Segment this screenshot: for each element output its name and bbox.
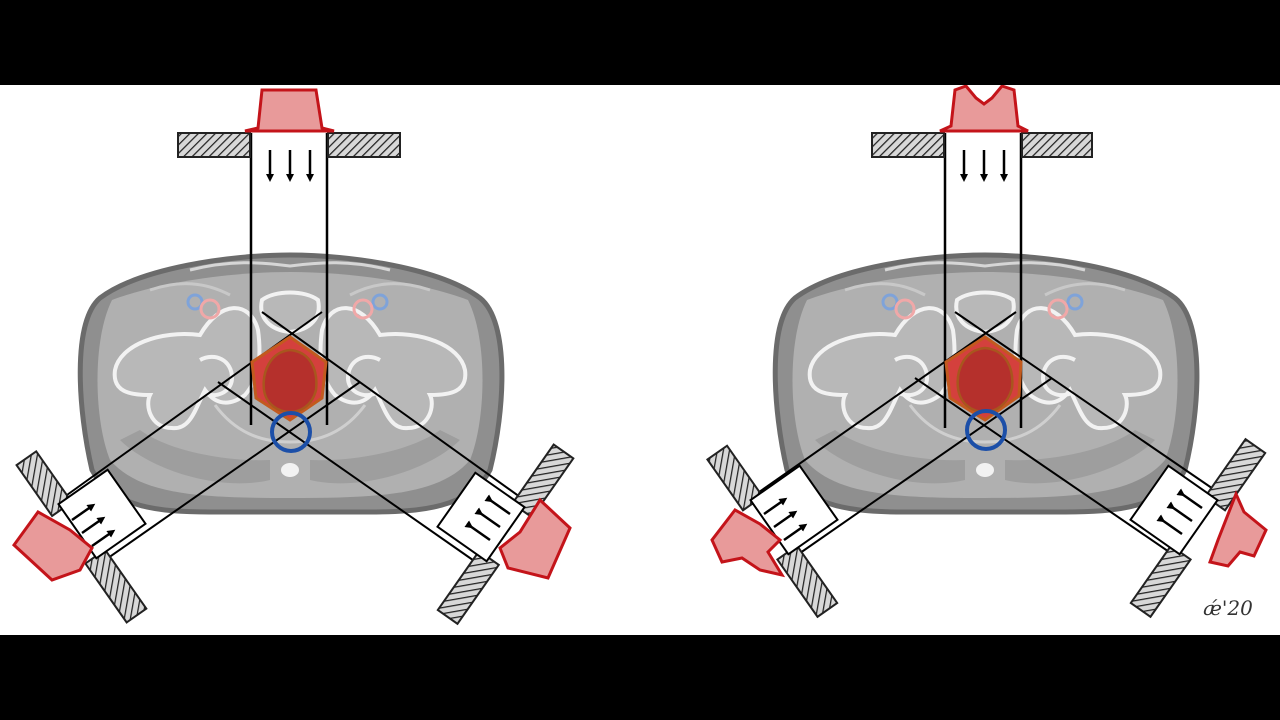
collimator-jaw [436, 549, 501, 626]
beam-profile-flat [498, 497, 572, 580]
diagram-svg [12, 85, 1268, 626]
anterior-beam [177, 88, 401, 425]
rectum [270, 411, 312, 453]
beam-profile-horned [1208, 490, 1268, 568]
beam-profile-horned [939, 85, 1029, 133]
collimator-jaw [327, 132, 401, 158]
collimator-jaw [1129, 544, 1193, 619]
collimator-jaw [871, 132, 945, 158]
left-panel [12, 88, 575, 626]
collimator-jaw [177, 132, 251, 158]
right-oblique-beam [217, 311, 575, 626]
beam-profile-flat [244, 88, 335, 133]
collimator-jaw [83, 548, 148, 624]
right-panel [706, 85, 1268, 619]
right-oblique-beam [914, 311, 1268, 619]
left-oblique-beam [12, 311, 361, 624]
letterbox-bottom [0, 635, 1280, 720]
diagram-canvas: ǽ'20 [0, 85, 1280, 635]
beam-profile-horned [710, 508, 786, 578]
beam-profile-flat [12, 510, 94, 582]
letterbox-top [0, 0, 1280, 85]
left-oblique-beam [706, 311, 1053, 619]
prostate [956, 346, 1014, 414]
collimator-jaw [775, 544, 839, 619]
collimator-jaw [1021, 132, 1093, 158]
artist-signature: ǽ'20 [1203, 596, 1253, 620]
prostate [262, 348, 318, 414]
rectum [965, 409, 1007, 451]
